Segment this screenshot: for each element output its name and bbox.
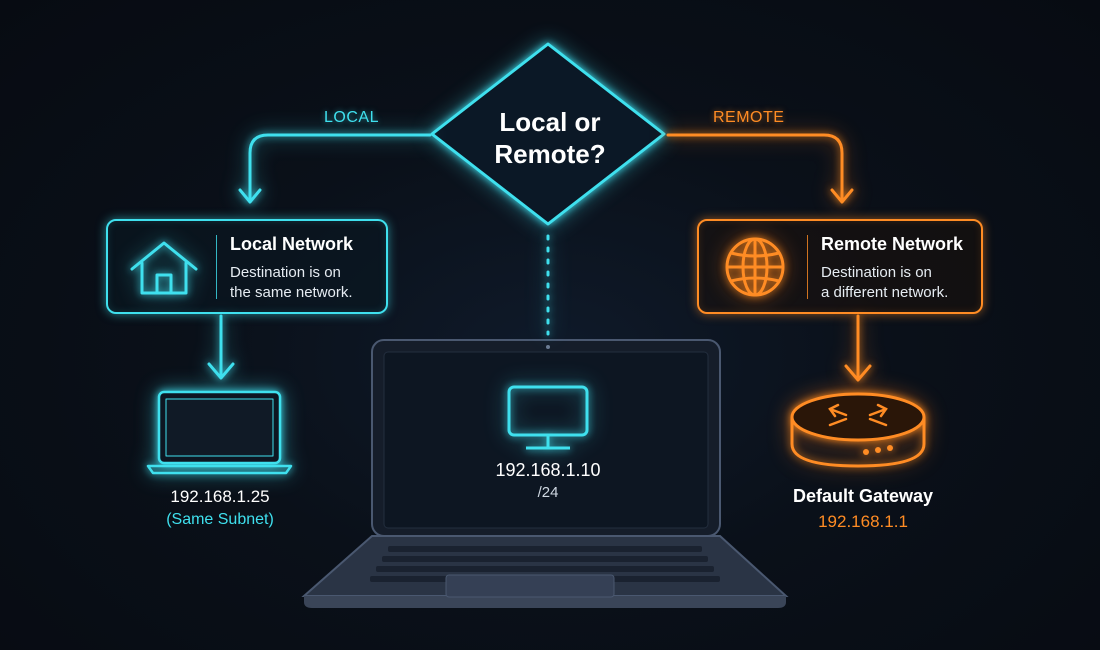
local-network-title: Local Network: [230, 234, 354, 254]
local-desc-line-1: Destination is on: [230, 264, 341, 281]
remote-desc-line-1: Destination is on: [821, 264, 932, 281]
source-device-mask: /24: [537, 484, 559, 501]
decision-question: Local or Remote?: [470, 106, 630, 170]
gateway-title: Default Gateway: [792, 486, 934, 506]
local-desc-line-2: the same network.: [230, 284, 353, 301]
local-network-description: Destination is on the same network.: [230, 263, 353, 303]
remote-network-description: Destination is on a different network.: [821, 263, 948, 303]
main-laptop: [301, 339, 789, 608]
gateway-ip: 192.168.1.1: [818, 512, 908, 531]
local-branch-line: [207, 133, 432, 380]
router-icon: [790, 392, 926, 468]
local-device-note: (Same Subnet): [166, 511, 274, 528]
decision-line-2: Remote?: [494, 139, 606, 169]
local-network-box: Local Network Destination is on the same…: [106, 219, 388, 314]
local-branch-label: LOCAL: [324, 109, 379, 126]
monitor-icon: [507, 385, 589, 450]
decision-line-1: Local or: [499, 107, 601, 137]
globe-icon: [725, 237, 785, 297]
remote-desc-line-2: a different network.: [821, 284, 949, 301]
remote-box-divider: [807, 235, 808, 299]
laptop-icon: [146, 390, 293, 475]
remote-branch-label: REMOTE: [713, 109, 785, 126]
home-icon: [130, 241, 198, 295]
remote-branch-line: [666, 133, 872, 382]
remote-network-box: Remote Network Destination is on a diffe…: [697, 219, 983, 314]
local-device-ip: 192.168.1.25: [170, 487, 270, 506]
source-device-ip: 192.168.1.10: [495, 460, 601, 480]
local-box-divider: [216, 235, 217, 299]
remote-network-title: Remote Network: [821, 234, 964, 254]
decision-diamond: [430, 42, 666, 226]
